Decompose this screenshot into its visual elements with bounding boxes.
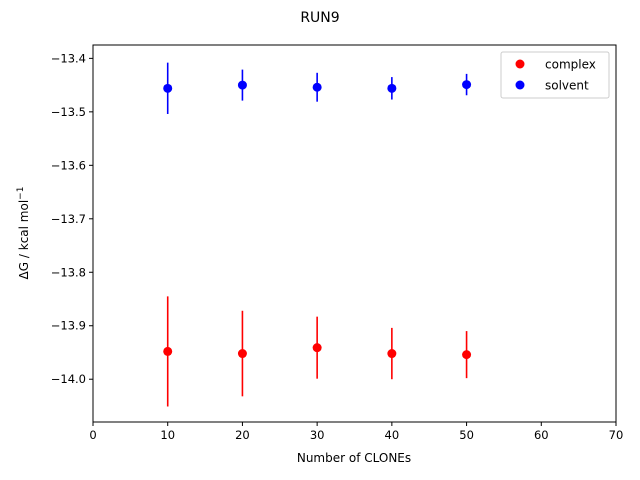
x-tick-label: 70	[609, 428, 624, 442]
x-tick-label: 50	[459, 428, 474, 442]
legend-marker-complex	[515, 59, 525, 69]
x-tick-label: 10	[160, 428, 175, 442]
data-point	[237, 80, 247, 90]
y-tick-label: −13.7	[51, 212, 86, 226]
y-tick-label: −14.0	[51, 372, 86, 386]
x-tick-label: 30	[310, 428, 325, 442]
chart-title: RUN9	[300, 10, 339, 26]
x-tick-label: 40	[385, 428, 400, 442]
x-axis-ticks: 0 10 20 30 40 50 60 70	[89, 422, 623, 442]
legend-label-complex: complex	[545, 58, 596, 72]
data-marks	[163, 62, 472, 407]
y-tick-label: −13.8	[51, 265, 86, 279]
y-axis-label-superscript: −1	[16, 187, 26, 200]
data-point	[462, 350, 472, 360]
x-tick-label: 20	[235, 428, 250, 442]
legend-frame	[500, 51, 610, 99]
legend-marker-solvent	[515, 80, 525, 90]
plot-area: 0 10 20 30 40 50 60 70 −14.0 −13.9 −13.8 −13.7 −13.…	[51, 44, 623, 442]
data-point	[163, 346, 173, 356]
y-tick-label: −13.5	[51, 105, 86, 119]
data-point	[237, 349, 247, 359]
x-tick-label: 0	[89, 428, 96, 442]
series-complex	[163, 296, 472, 407]
data-point	[312, 82, 322, 92]
y-axis-ticks: −14.0 −13.9 −13.8 −13.7 −13.6 −13.5 −13.4	[51, 51, 93, 386]
series-solvent	[163, 62, 472, 114]
y-tick-label: −13.9	[51, 319, 86, 333]
data-point	[163, 83, 173, 93]
x-axis-label: Number of CLONEs	[297, 451, 411, 465]
data-point	[387, 83, 397, 93]
data-point	[387, 349, 397, 359]
y-axis-label-main: ΔG / kcal mol	[17, 200, 31, 280]
data-point	[462, 80, 472, 90]
x-tick-label: 60	[534, 428, 549, 442]
axes-frame	[92, 44, 617, 423]
y-axis-label: ΔG / kcal mol−1	[16, 187, 31, 280]
legend-label-solvent: solvent	[545, 79, 589, 93]
y-tick-label: −13.4	[51, 51, 86, 65]
data-point	[312, 343, 322, 353]
legend: complex solvent	[500, 51, 610, 99]
y-tick-label: −13.6	[51, 158, 86, 172]
